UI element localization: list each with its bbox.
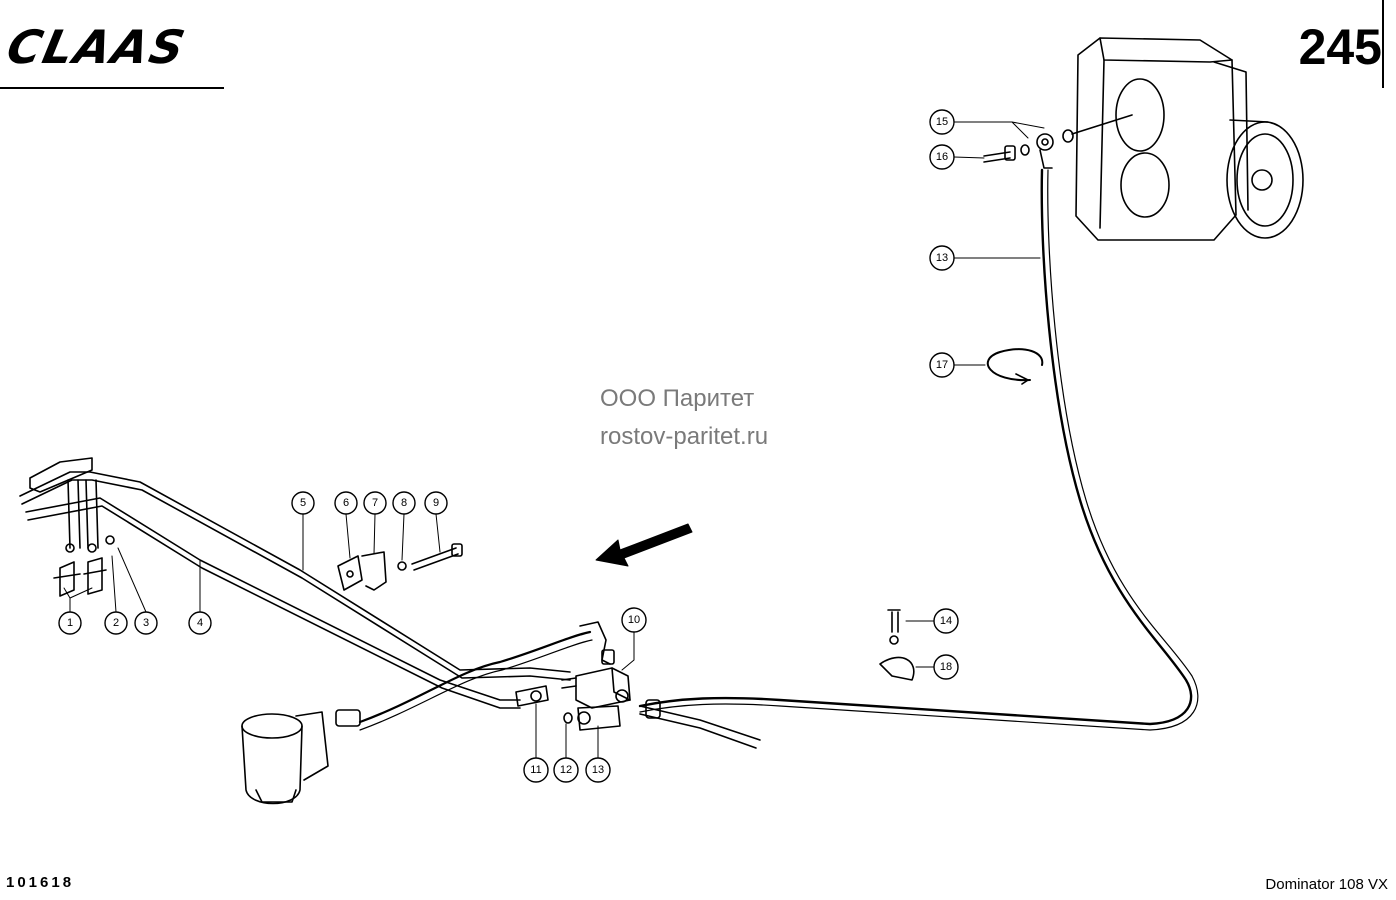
engine-housing bbox=[1075, 37, 1304, 241]
callout-10 bbox=[621, 607, 647, 633]
pressure-valve-block bbox=[561, 649, 631, 709]
callout-5 bbox=[291, 491, 315, 515]
callout-18 bbox=[929, 352, 955, 378]
pipe-fittings bbox=[515, 685, 621, 731]
brake-master-cylinder bbox=[241, 711, 329, 805]
callout-4 bbox=[188, 611, 212, 635]
callout-label: 11 bbox=[530, 764, 541, 776]
bleed-valve bbox=[53, 557, 107, 597]
page-number: 245 bbox=[1298, 19, 1382, 75]
callout-label: 7 bbox=[372, 497, 378, 509]
callout-label: 4 bbox=[197, 617, 203, 629]
callout-label: 1 bbox=[67, 617, 73, 629]
callout-label: 9 bbox=[433, 497, 439, 509]
corner-rule bbox=[1382, 0, 1384, 88]
callout-label: 6 bbox=[343, 497, 349, 509]
callout-label: 13 bbox=[936, 252, 948, 264]
callout-9 bbox=[424, 491, 448, 515]
callout-17 bbox=[929, 144, 955, 170]
callout-13-top bbox=[929, 245, 955, 271]
callout-16 bbox=[929, 109, 955, 135]
drawing-number: 101618 bbox=[6, 874, 75, 891]
logo-underline bbox=[0, 87, 224, 89]
callout-13-bottom bbox=[585, 757, 611, 783]
callout-label: 10 bbox=[628, 614, 640, 626]
machine-model: Dominator 108 VX bbox=[1265, 876, 1388, 893]
callout-label: 8 bbox=[401, 497, 407, 509]
callout-6 bbox=[334, 491, 358, 515]
banjo-fitting bbox=[983, 114, 1133, 169]
hydraulic-hose bbox=[638, 168, 1193, 726]
watermark: ООО Паритет rostov-paritet.ru bbox=[600, 380, 768, 456]
callout-3 bbox=[134, 611, 158, 635]
callout-label: 13 bbox=[592, 764, 604, 776]
callout-12 bbox=[553, 757, 579, 783]
callout-label: 14 bbox=[940, 615, 952, 627]
hose-clamp bbox=[986, 348, 1044, 382]
callout-label: 2 bbox=[113, 617, 119, 629]
callout-label: 12 bbox=[560, 764, 572, 776]
callout-14 bbox=[933, 608, 959, 634]
callout-label: 15 bbox=[936, 116, 948, 128]
callout-2 bbox=[104, 611, 128, 635]
callout-label: 3 bbox=[143, 617, 149, 629]
watermark-website: rostov-paritet.ru bbox=[600, 423, 769, 450]
callout-label: 5 bbox=[300, 497, 306, 509]
hose-clip bbox=[879, 609, 915, 681]
callout-label: 18 bbox=[940, 661, 952, 673]
callout-label: 16 bbox=[936, 151, 948, 163]
brake-pipes bbox=[19, 457, 571, 709]
watermark-company: ООО Паритет bbox=[600, 385, 755, 412]
pipe-bracket bbox=[337, 543, 463, 591]
direction-arrow bbox=[595, 523, 693, 567]
callout-7 bbox=[363, 491, 387, 515]
callout-1 bbox=[58, 611, 82, 635]
callout-11 bbox=[523, 757, 549, 783]
callout-15 bbox=[933, 654, 959, 680]
callout-label: 17 bbox=[936, 359, 948, 371]
callout-8 bbox=[392, 491, 416, 515]
